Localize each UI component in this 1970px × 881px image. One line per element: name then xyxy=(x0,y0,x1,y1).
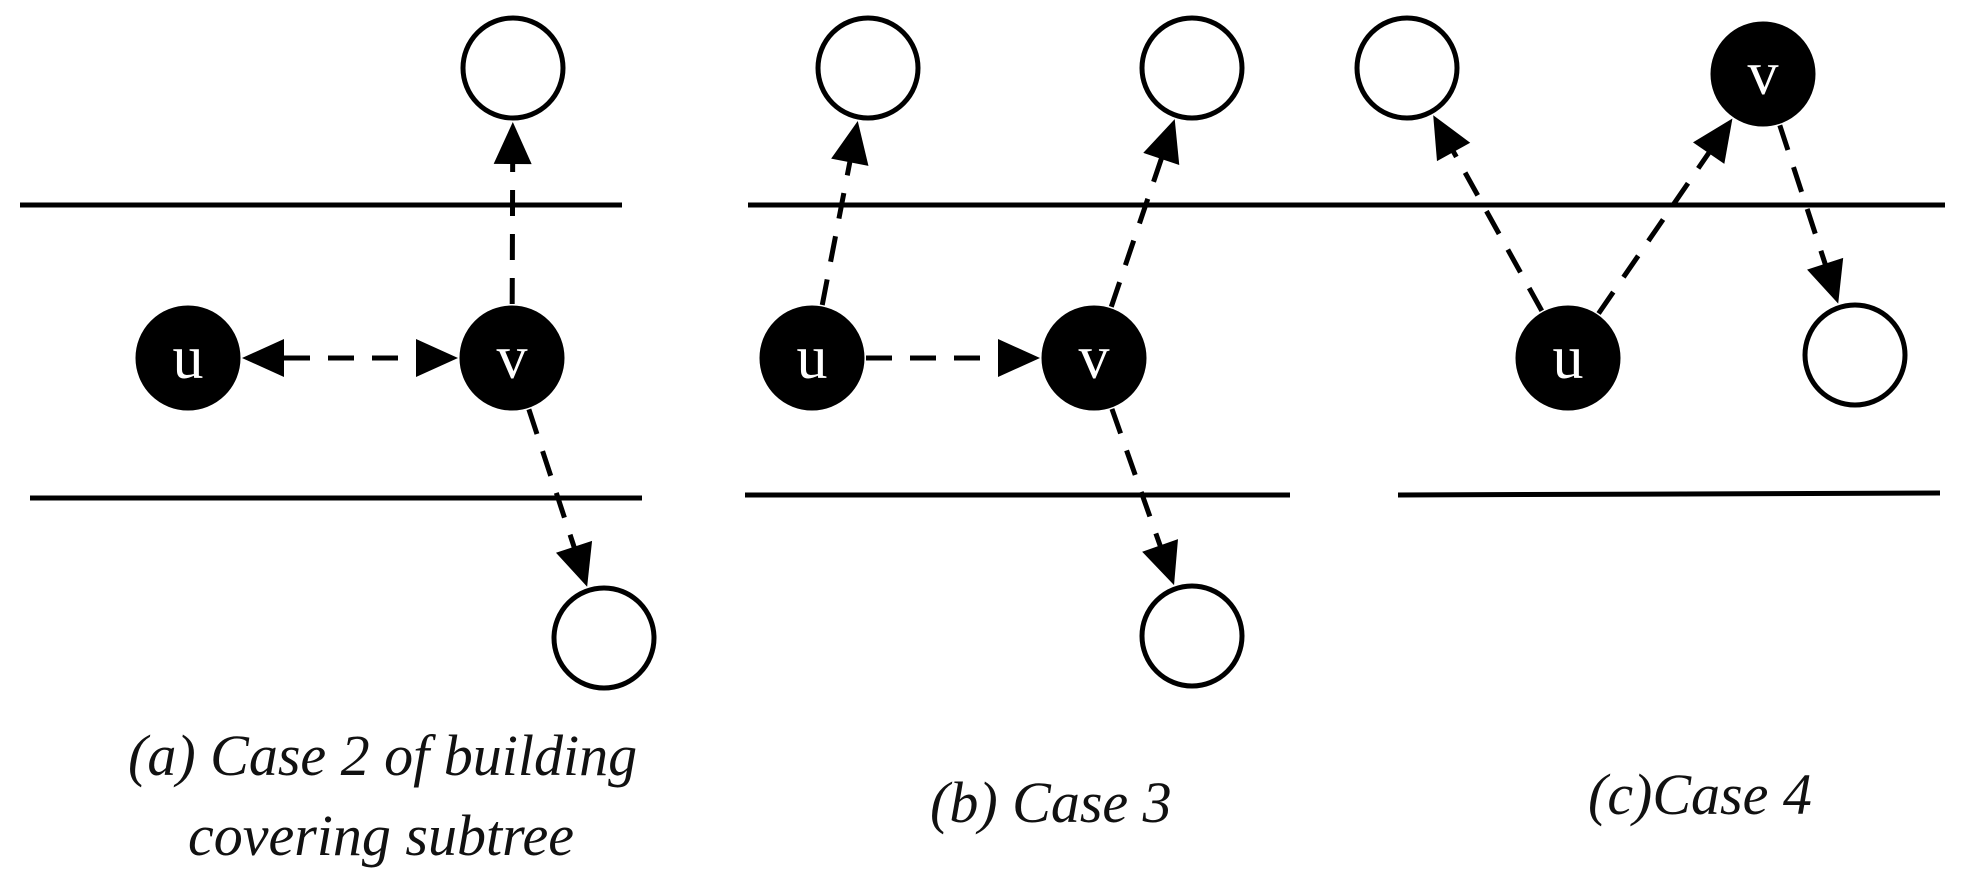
edge-a-v-to-a-bottom xyxy=(526,408,593,587)
panel-c-caption: (c)Case 4 xyxy=(1588,762,1812,827)
node-circle xyxy=(1354,15,1460,121)
arrowhead-a-top xyxy=(493,121,532,165)
node-circle xyxy=(1515,305,1621,411)
empty-node-b-top2 xyxy=(1139,15,1245,121)
edge-line-a-v-to-a-bottom xyxy=(526,408,578,550)
arrowhead-a-v xyxy=(416,339,458,377)
edge-a-u-to-a-v xyxy=(242,339,458,377)
empty-node-b-top1 xyxy=(815,15,921,121)
empty-node-c-right xyxy=(1802,302,1908,408)
arrowhead-c-top xyxy=(1433,115,1471,162)
edge-line-b-v-to-b-top2 xyxy=(1108,156,1165,308)
nodes-layer: u v u v v u xyxy=(135,15,1908,691)
node-u-b: u xyxy=(759,305,865,411)
edge-b-v-to-b-top2 xyxy=(1108,119,1180,308)
arrowhead-b-top1 xyxy=(831,121,869,166)
empty-node-c-top xyxy=(1354,15,1460,121)
edge-b-u-to-b-top1 xyxy=(819,121,869,306)
node-circle xyxy=(460,15,566,121)
arrowhead-a-u xyxy=(242,339,284,377)
node-label: v xyxy=(1748,40,1779,108)
node-label: v xyxy=(1079,324,1110,392)
arrowhead-a-bottom xyxy=(555,540,593,587)
node-v-a: v xyxy=(459,305,565,411)
edge-line-c-u-to-c-v xyxy=(1596,150,1712,315)
node-circle xyxy=(1710,21,1816,127)
edges-layer xyxy=(242,115,1844,587)
empty-node-b-bottom xyxy=(1139,583,1245,689)
edge-line-c-u-to-c-top xyxy=(1450,148,1544,313)
panel-a-caption-line-2: covering subtree xyxy=(188,803,574,868)
arrowhead-c-v xyxy=(1692,118,1733,164)
arrowhead-b-top2 xyxy=(1143,119,1180,166)
empty-node-a-top xyxy=(460,15,566,121)
arrowhead-b-bottom xyxy=(1142,539,1179,586)
edge-line-b-u-to-b-top1 xyxy=(819,159,853,306)
panel-a-caption-line-1: (a) Case 2 of building xyxy=(128,723,637,788)
empty-node-a-bottom xyxy=(551,585,657,691)
node-circle xyxy=(1139,15,1245,121)
node-label: u xyxy=(1553,324,1584,392)
node-circle xyxy=(551,585,657,691)
edge-c-u-to-c-top xyxy=(1433,115,1544,313)
node-label: u xyxy=(173,324,204,392)
edge-c-u-to-c-v xyxy=(1596,118,1733,315)
edge-b-v-to-b-bottom xyxy=(1109,408,1179,586)
arrowhead-b-v xyxy=(998,339,1040,377)
node-label: u xyxy=(797,324,828,392)
node-circle xyxy=(1041,305,1147,411)
node-circle xyxy=(135,305,241,411)
node-label: v xyxy=(497,324,528,392)
level-lines xyxy=(20,202,1945,501)
edge-a-v-to-a-top xyxy=(493,121,532,305)
node-v-b: v xyxy=(1041,305,1147,411)
edge-line-c-v-to-c-right xyxy=(1777,124,1829,267)
node-circle xyxy=(459,305,565,411)
panel-b-caption: (b) Case 3 xyxy=(930,770,1172,835)
panel-a-caption: (a) Case 2 of building covering subtree xyxy=(128,723,637,868)
edge-line-b-v-to-b-bottom xyxy=(1109,408,1164,549)
node-circle xyxy=(815,15,921,121)
edge-c-v-to-c-right xyxy=(1777,124,1844,304)
node-circle xyxy=(759,305,865,411)
node-circle xyxy=(1139,583,1245,689)
node-v-c: v xyxy=(1710,21,1816,127)
level-line-c-bottom xyxy=(1397,490,1941,498)
node-u-a: u xyxy=(135,305,241,411)
node-circle xyxy=(1802,302,1908,408)
edge-b-u-to-b-v xyxy=(866,339,1040,377)
node-u-c: u xyxy=(1515,305,1621,411)
arrowhead-c-right xyxy=(1807,257,1844,304)
